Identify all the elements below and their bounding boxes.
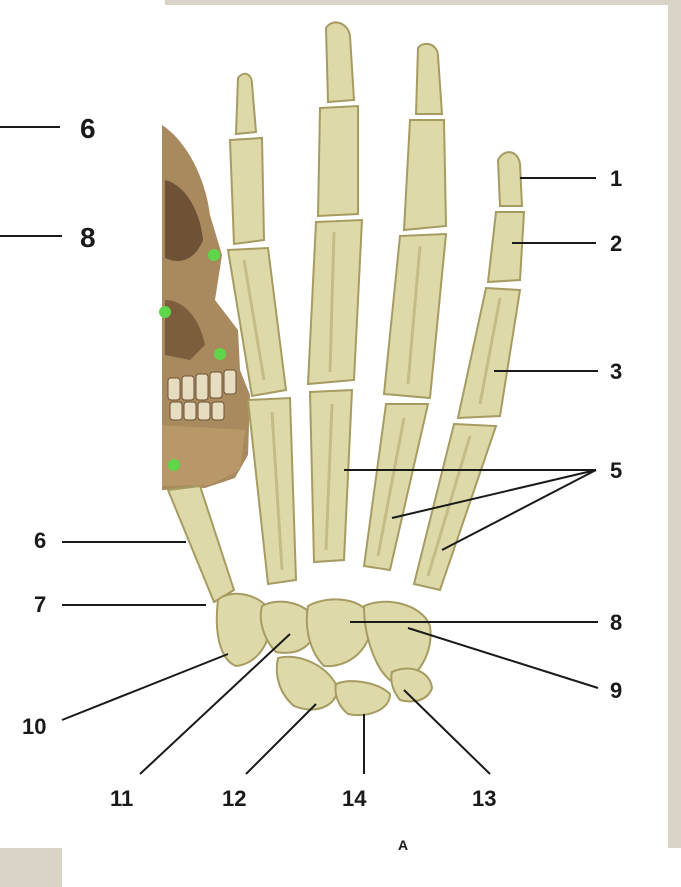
- label-6-top: 6: [80, 115, 96, 143]
- label-14: 14: [342, 788, 366, 810]
- skull-marker: [208, 249, 220, 261]
- label-11: 11: [110, 788, 133, 810]
- label-13: 13: [472, 788, 496, 810]
- skull-marker: [168, 459, 180, 471]
- label-10: 10: [22, 716, 46, 738]
- label-7: 7: [34, 594, 46, 616]
- bottom-letter: A: [398, 838, 408, 852]
- label-9: 9: [610, 680, 622, 702]
- bottom-strip: [62, 848, 681, 887]
- label-8: 8: [610, 612, 622, 634]
- skull-marker: [214, 348, 226, 360]
- label-6: 6: [34, 530, 46, 552]
- skull-marker: [159, 306, 171, 318]
- label-3: 3: [610, 361, 622, 383]
- label-12: 12: [222, 788, 246, 810]
- label-8-top: 8: [80, 224, 96, 252]
- label-1: 1: [610, 168, 622, 190]
- label-5: 5: [610, 460, 622, 482]
- label-2: 2: [610, 233, 622, 255]
